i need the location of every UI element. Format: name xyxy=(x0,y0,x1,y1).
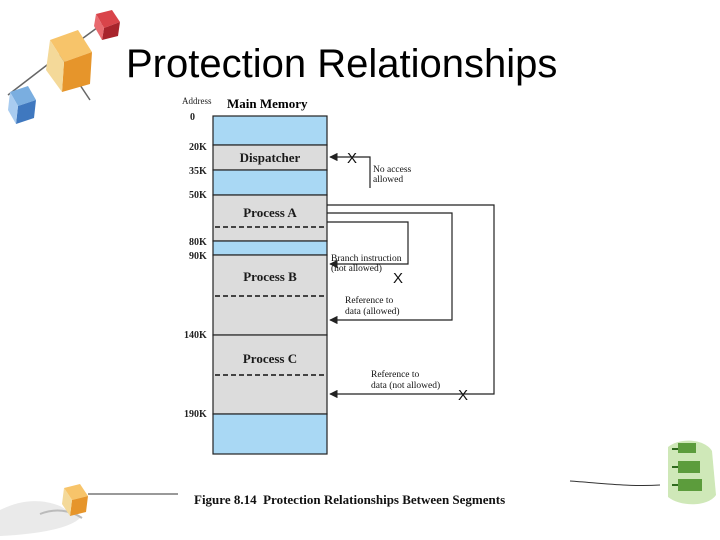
denied-x-mark: X xyxy=(347,150,357,167)
figure-caption: Figure 8.14 Protection Relationships Bet… xyxy=(194,492,505,508)
figure-number: Figure 8.14 xyxy=(194,492,257,507)
branch-note: (not allowed) xyxy=(331,263,382,274)
free-memory-top xyxy=(212,115,328,146)
address-label: 80K xyxy=(189,237,207,248)
process-c-segment xyxy=(212,334,328,415)
reference-allowed-note: data (allowed) xyxy=(345,306,400,317)
no-access-note: allowed xyxy=(373,175,403,185)
address-label: 0 xyxy=(190,112,195,123)
slide-title: Protection Relationships xyxy=(126,42,558,86)
reference-not-allowed-note: data (not allowed) xyxy=(371,380,440,391)
address-label: 90K xyxy=(189,251,207,262)
branch-instruction-arrow xyxy=(327,221,409,269)
denied-x-mark: X xyxy=(393,270,403,287)
no-access-note: No access xyxy=(373,165,412,175)
address-label: 190K xyxy=(184,409,207,420)
address-label: 35K xyxy=(189,166,207,177)
free-memory-80k xyxy=(212,240,328,256)
document-clipart-icon xyxy=(569,440,716,505)
reference-not-allowed-note: Reference to xyxy=(371,369,420,380)
address-label: 50K xyxy=(189,190,207,201)
denied-x-mark: X xyxy=(458,387,468,404)
reference-allowed-note: Reference to xyxy=(345,295,394,306)
free-memory-35k xyxy=(212,169,328,196)
address-header: Address xyxy=(182,96,212,106)
process-c-label: Process C xyxy=(243,351,297,366)
dispatcher-label: Dispatcher xyxy=(240,150,301,165)
reference-not-allowed-arrow xyxy=(327,204,495,399)
process-a-label: Process A xyxy=(243,205,297,220)
branch-note: Branch instruction xyxy=(331,254,402,264)
reference-allowed-arrow xyxy=(327,212,453,325)
address-label: 20K xyxy=(189,142,207,153)
figure-caption-text: Protection Relationships Between Segment… xyxy=(263,492,506,507)
hand-clipart-icon xyxy=(0,484,178,536)
process-b-label: Process B xyxy=(243,269,297,284)
blocks-clipart-icon xyxy=(7,10,120,124)
process-b-segment xyxy=(212,254,328,336)
free-memory-bottom xyxy=(212,413,328,455)
address-label: 140K xyxy=(184,330,207,341)
dispatcher-segment xyxy=(212,144,328,171)
main-memory-header: Main Memory xyxy=(227,96,308,111)
no-access-arrow xyxy=(329,152,371,188)
